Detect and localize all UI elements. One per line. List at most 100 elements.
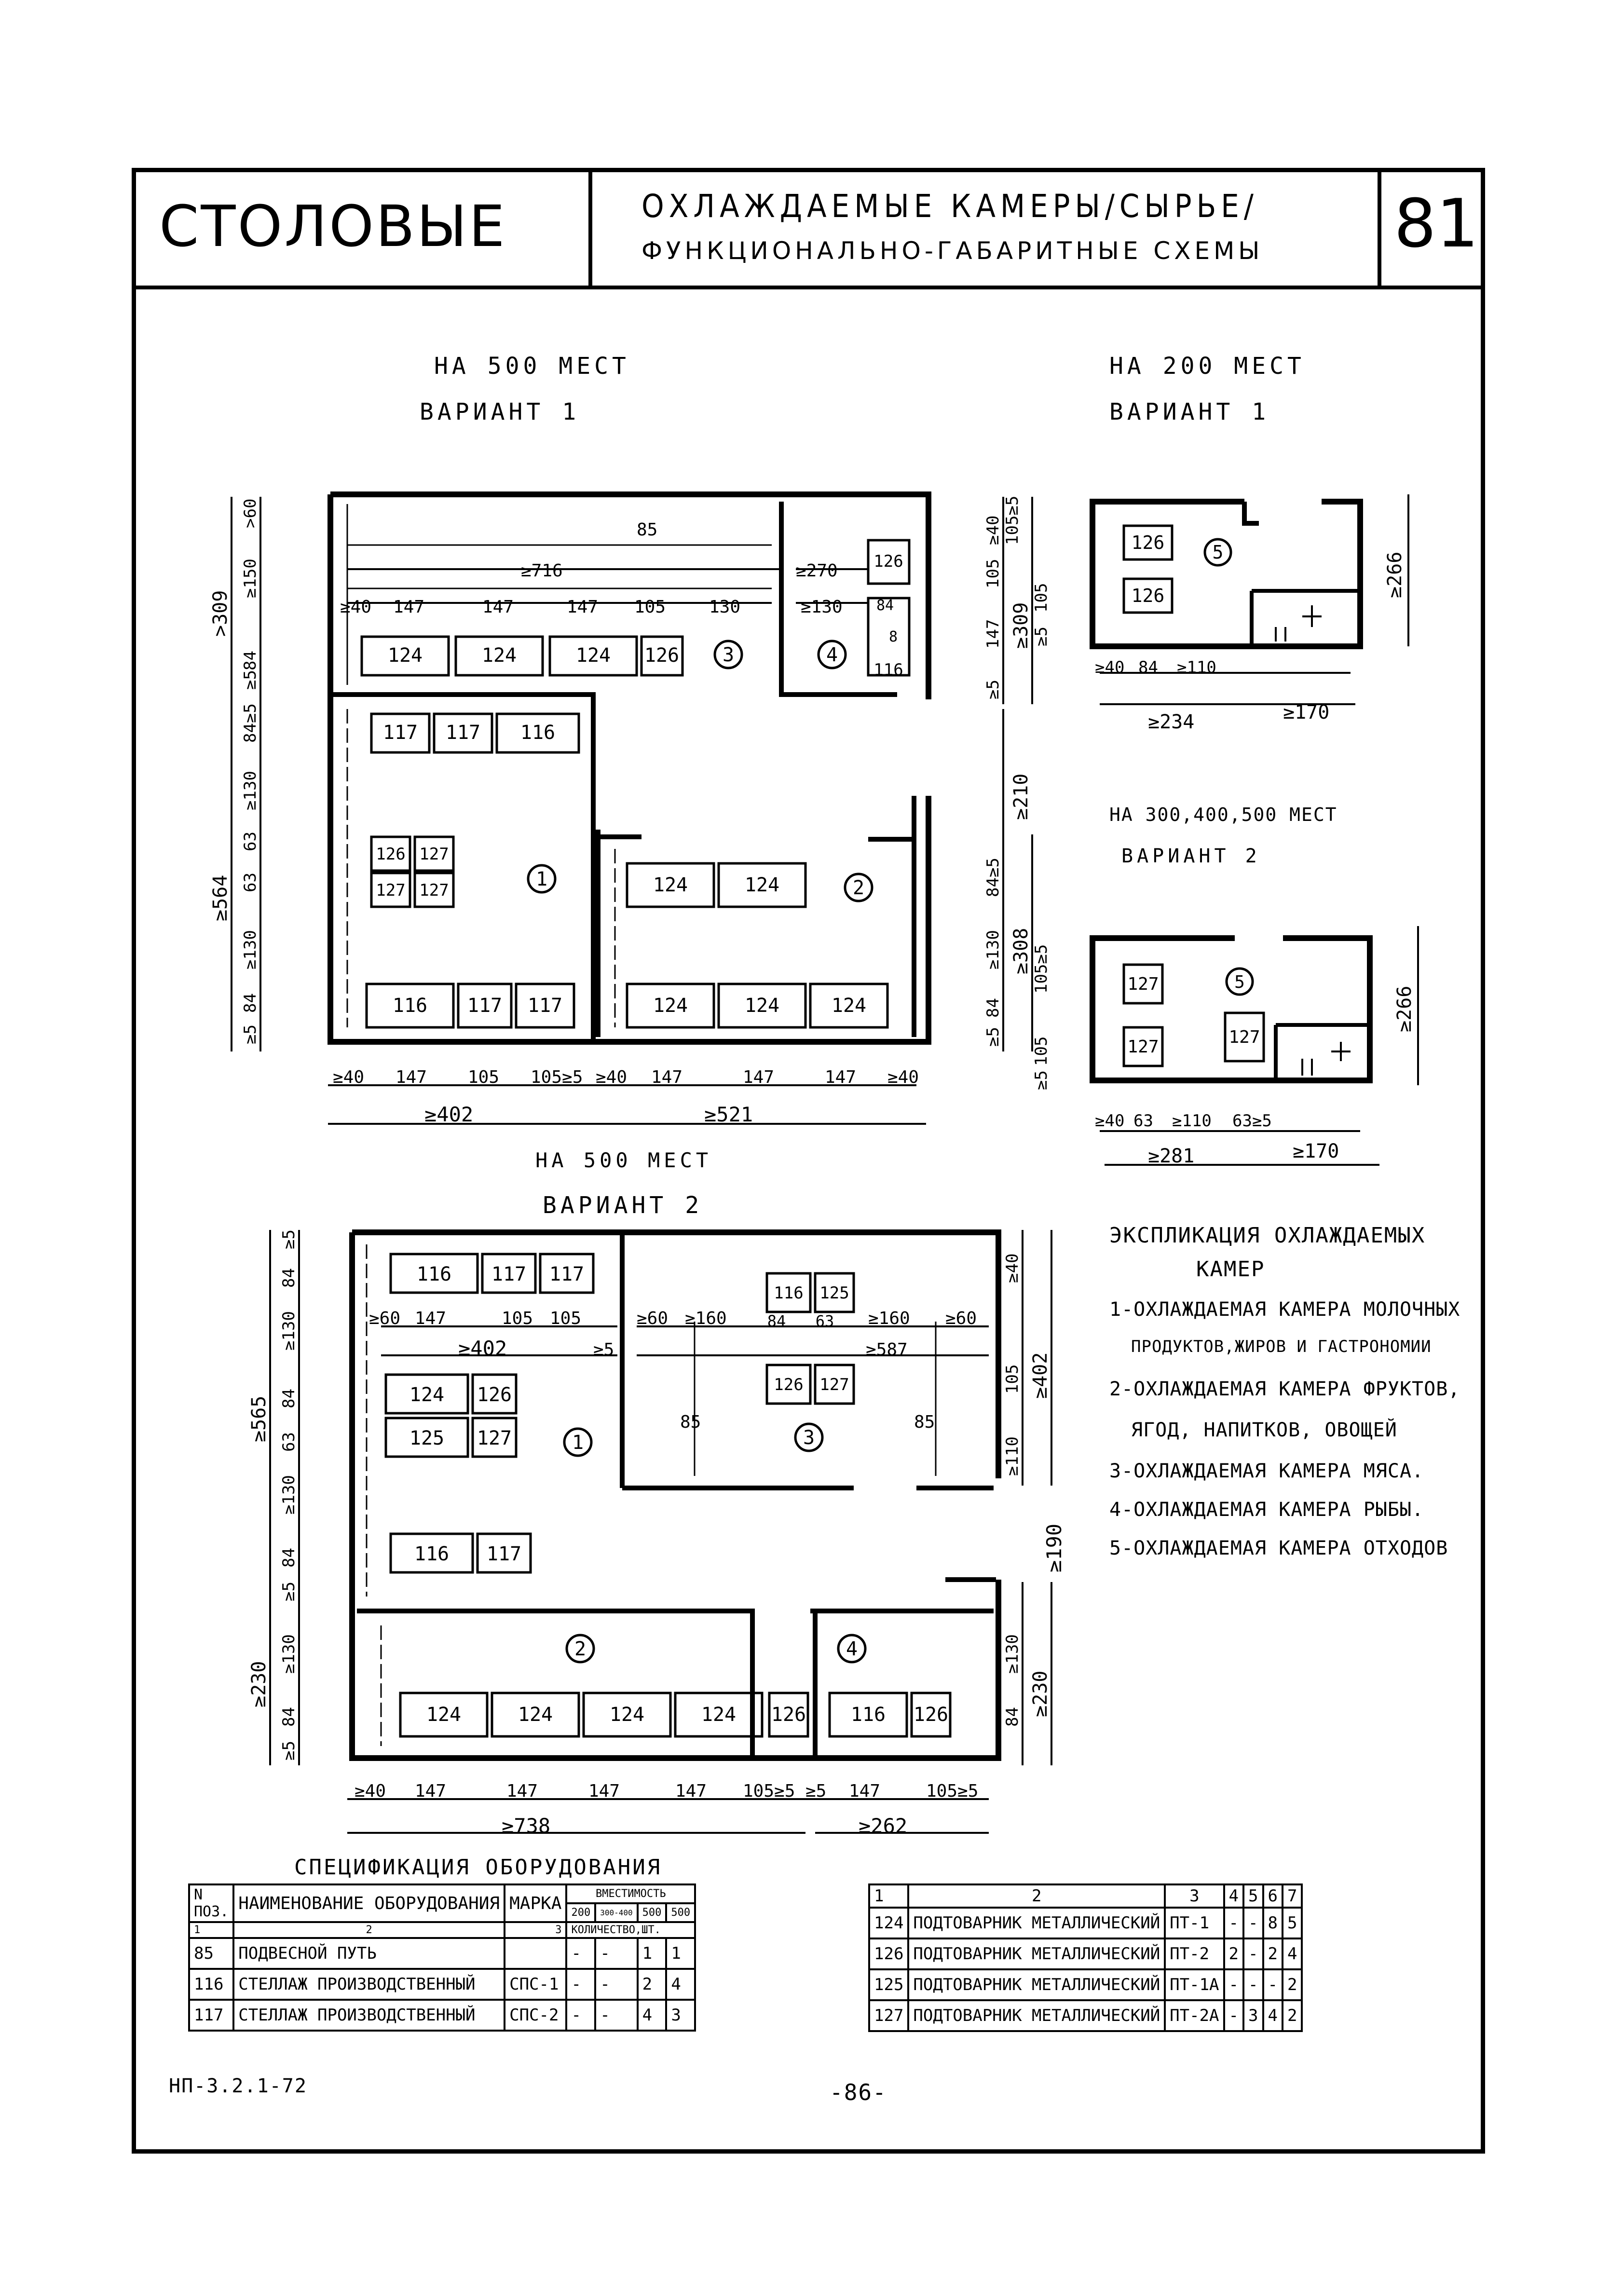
table-row: 200 300-400 500 500 [189, 1902, 696, 1923]
dim-label: ≥60 [945, 1309, 977, 1328]
dim-label: 147 [983, 619, 1003, 649]
cell-qty: - [565, 1968, 597, 2001]
table-row: N ПОЗ. НАИМЕНОВАНИЕ ОБОРУДОВАНИЯ МАРКА В… [188, 1883, 696, 1923]
dim-label: 105 [1032, 583, 1051, 613]
equip-label: 116 [414, 1543, 449, 1565]
dim-label: ≥170 [1283, 701, 1329, 723]
dim-label: ≥5 [983, 1027, 1003, 1047]
equip-label: 127 [1127, 974, 1159, 994]
room-number: 1 [536, 868, 547, 890]
dim-label: ≥738 [502, 1814, 550, 1838]
equip-label: 126 [774, 1375, 803, 1394]
equip-label: 126 [914, 1704, 948, 1726]
dim-label: 85 [637, 520, 657, 540]
cell-qty: 2 [1281, 1968, 1303, 2001]
equip-label: 117 [467, 995, 502, 1017]
wall [779, 502, 897, 697]
room-number: 4 [846, 1638, 858, 1660]
equip-label: 127 [477, 1427, 512, 1449]
cell-mark: ПТ-1 [1164, 1907, 1225, 1939]
header-divider-2 [1378, 168, 1381, 288]
dim-label: ≥5 [241, 1024, 260, 1044]
cell-name: ПОДТОВАРНИК МЕТАЛЛИЧЕСКИЙ [907, 1999, 1166, 2032]
dim-label: ≥266 [1384, 552, 1406, 598]
dim-label: ≥5 [279, 1582, 299, 1601]
dim-label: ≥40 [355, 1781, 386, 1801]
equip-label: 117 [491, 1263, 526, 1285]
room-number: 3 [803, 1427, 815, 1449]
equip-label: 117 [383, 722, 418, 744]
explication-item: 2-ОХЛАЖДАЕМАЯ КАМЕРА ФРУКТОВ, [1109, 1378, 1460, 1400]
header-500a: 500 [636, 1902, 668, 1923]
wall [596, 830, 641, 1037]
cell-mark: ПТ-2А [1164, 1999, 1225, 2032]
dim-label: ≥5 [279, 1741, 299, 1760]
dim-label: ≥40 [1095, 1111, 1124, 1131]
dim-label: 84 [241, 993, 260, 1013]
dim-label: 147 [506, 1781, 538, 1801]
dim-label: ≥5 [279, 1229, 299, 1249]
equip-label: 127 [1127, 1037, 1159, 1057]
dim-label: ≥5 [241, 670, 260, 690]
wall [328, 491, 931, 1045]
colnum: 1 [188, 1921, 235, 1939]
cell-pos: 85 [188, 1937, 235, 1970]
equip-label: 117 [528, 995, 562, 1017]
header-bottom-rule [132, 286, 1485, 289]
dim-label: ≥5 [1032, 627, 1051, 646]
dim-label: ≥110 [1172, 1111, 1212, 1131]
cell-mark: СПС-2 [504, 1999, 568, 2032]
table-row: 125 ПОДТОВАРНИК МЕТАЛЛИЧЕСКИЙ ПТ-1А - - … [868, 1968, 1303, 2001]
cell-qty: 2 [1223, 1938, 1245, 1970]
dim-label: 105 [983, 559, 1003, 588]
dim-label: ≥40 [983, 516, 1003, 545]
equip-label: 124 [745, 995, 779, 1017]
table-row: 117 СТЕЛЛАЖ ПРОИЗВОДСТВЕННЫЙ СПС-2 - - 4… [188, 1999, 696, 2032]
cell-qty: 4 [636, 1999, 668, 2032]
cell-qty: 3 [1242, 1999, 1264, 2032]
room-number: 2 [853, 877, 864, 899]
dim-label: ≥130 [1003, 1634, 1022, 1674]
table-row: 1 2 3 КОЛИЧЕСТВО,ШТ. [188, 1921, 696, 1939]
equip-label: 125 [409, 1427, 444, 1449]
header-300: 300-400 [594, 1902, 639, 1923]
colnum: 1 [868, 1883, 910, 1909]
cell-qty: - [1262, 1968, 1284, 2001]
header-qty: КОЛИЧЕСТВО,ШТ. [565, 1921, 696, 1939]
dim-label: ≥60 [369, 1309, 400, 1328]
dim-label: 147 [393, 597, 424, 617]
header-500b: 500 [665, 1902, 696, 1923]
dim-label: 105 [502, 1309, 533, 1328]
dim-label: 105 [1003, 1365, 1022, 1394]
colnum: 2 [232, 1921, 506, 1939]
equip-label: 117 [487, 1543, 521, 1565]
equip-label: 117 [446, 722, 480, 744]
cell-mark [504, 1937, 568, 1970]
cell-qty: 2 [636, 1968, 668, 2001]
caption-345-v2-a: НА 300,400,500 МЕСТ [1109, 804, 1337, 825]
dim-label: ≥130 [279, 1475, 299, 1515]
equip-label: 124 [653, 995, 688, 1017]
dim-label: 63 [1133, 1111, 1153, 1131]
equip-label: 124 [653, 874, 688, 896]
dim-label: ≥130 [279, 1634, 299, 1674]
dim-label: 63 [241, 873, 260, 892]
dim-label: 84 [279, 1707, 299, 1727]
dim-label: 84 [1003, 1707, 1022, 1727]
cell-qty: - [1242, 1938, 1264, 1970]
equip-label: 63 [816, 1312, 834, 1330]
dim-label: 84 [241, 651, 260, 670]
room-number: 5 [1213, 542, 1224, 563]
cell-qty: 2 [1281, 1999, 1303, 2032]
table-row: 1 2 3 4 5 6 7 [868, 1883, 1303, 1909]
dim-label: 147 [588, 1781, 620, 1801]
page-number: -86- [830, 2079, 887, 2105]
dim-label: ≥234 [1148, 711, 1194, 733]
dim-label: 105 [550, 1309, 581, 1328]
colnum: 4 [1223, 1883, 1245, 1909]
explication-item: 4-ОХЛАЖДАЕМАЯ КАМЕРА РЫБЫ. [1109, 1499, 1424, 1521]
cell-pos: 126 [868, 1938, 910, 1970]
dim-label: 84 [279, 1548, 299, 1568]
dim-label: ≥5 [983, 680, 1003, 699]
cell-name: ПОДТОВАРНИК МЕТАЛЛИЧЕСКИЙ [907, 1968, 1166, 2001]
